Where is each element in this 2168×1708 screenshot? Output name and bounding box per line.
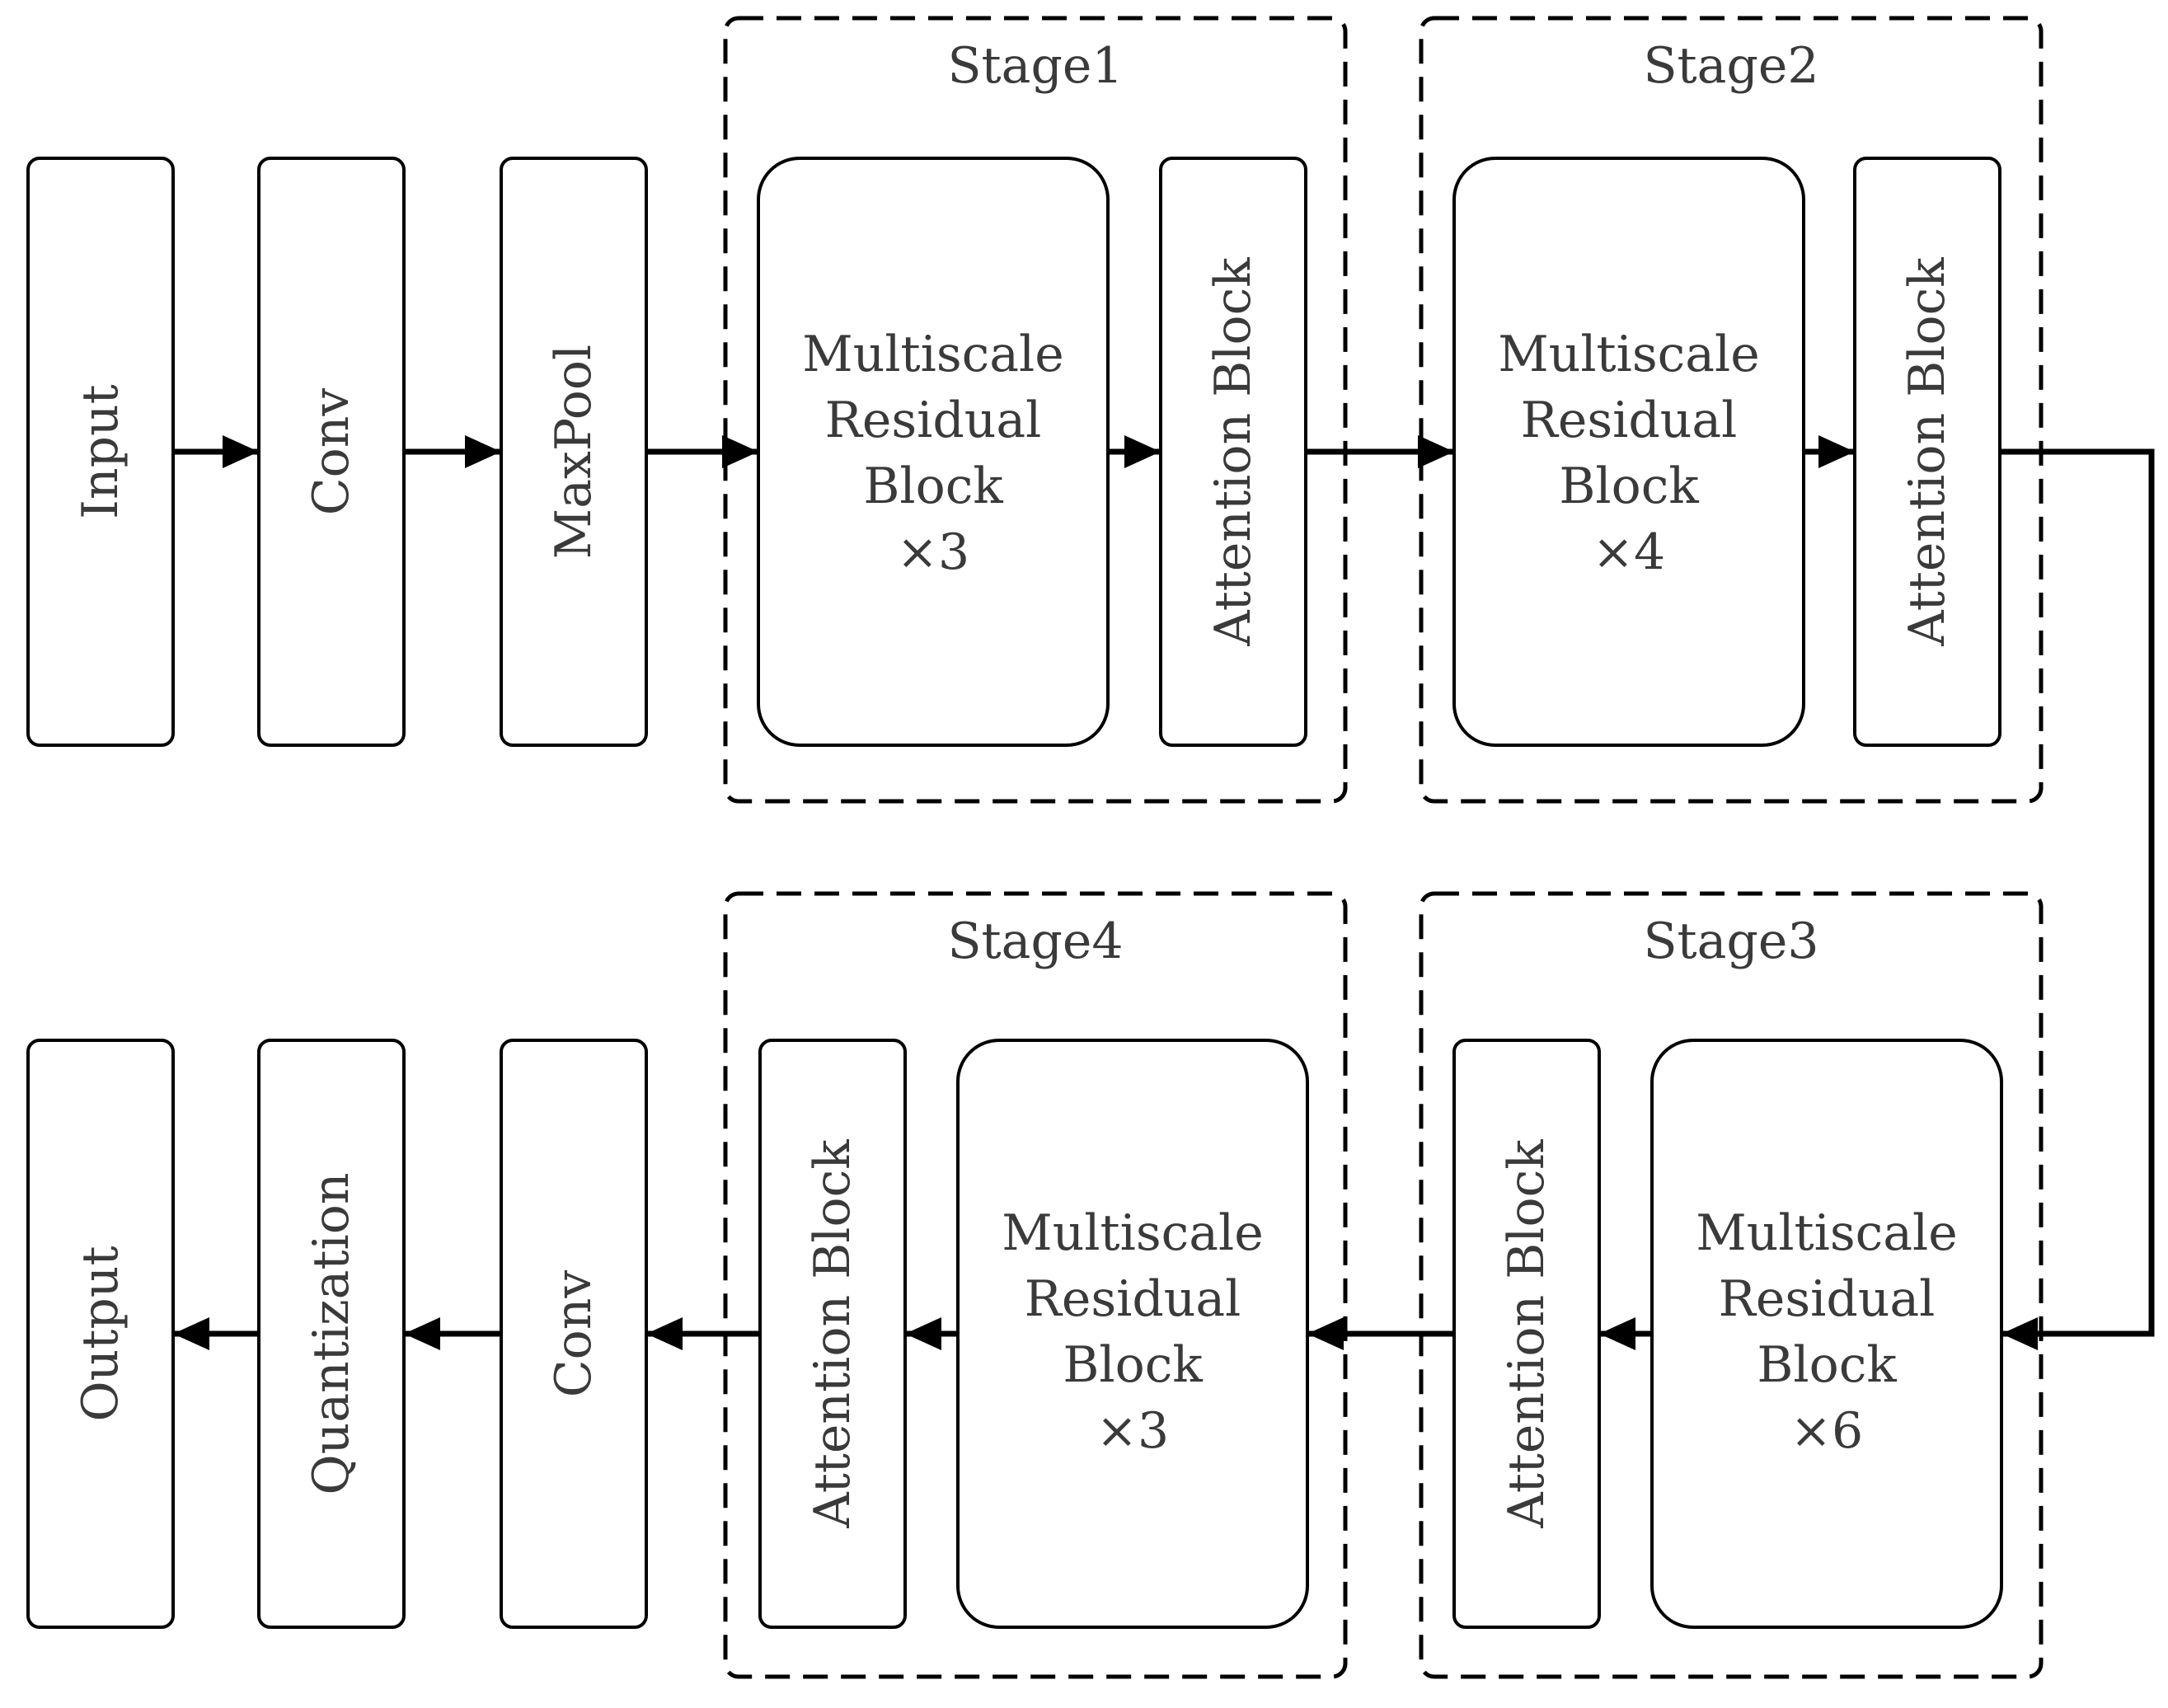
conv-label-bottom: Conv — [545, 1270, 603, 1398]
maxpool-block: MaxPool — [500, 157, 648, 747]
stage1-title: Stage1 — [947, 37, 1123, 95]
stage2-title: Stage2 — [1643, 37, 1818, 95]
maxpool-label: MaxPool — [545, 345, 603, 559]
stage3-attention-block: Attention Block — [1452, 1039, 1601, 1629]
stage3-attention-label: Attention Block — [1498, 1139, 1556, 1529]
stage2-msrb-repeat: ×4 — [1593, 523, 1665, 581]
output-label: Output — [72, 1246, 129, 1421]
stage4-msrb-line2: Residual — [1025, 1270, 1241, 1328]
stage2-msrb-line2: Residual — [1521, 392, 1738, 449]
stage3-msrb-line1: Multiscale — [1696, 1204, 1957, 1262]
quantization-label: Quantization — [303, 1173, 360, 1495]
stage1-container: Stage1 — [723, 16, 1348, 804]
stage1-attention-label: Attention Block — [1204, 257, 1262, 647]
stage3-title: Stage3 — [1643, 913, 1818, 970]
stage1-msrb-block: Multiscale Residual Block ×3 — [757, 157, 1110, 747]
stage2-msrb-block: Multiscale Residual Block ×4 — [1452, 157, 1805, 747]
arrow-stage2-to-stage3 — [2000, 448, 2155, 1350]
stage4-attention-block: Attention Block — [758, 1039, 907, 1629]
stage2-container: Stage2 — [1419, 16, 2044, 804]
conv-block-bottom: Conv — [500, 1039, 648, 1629]
stage1-msrb-line3: Block — [863, 458, 1003, 515]
stage4-msrb-block: Multiscale Residual Block ×3 — [956, 1039, 1309, 1629]
stage3-msrb-block: Multiscale Residual Block ×6 — [1650, 1039, 2003, 1629]
stage3-msrb-repeat: ×6 — [1790, 1402, 1863, 1460]
stage1-msrb-line1: Multiscale — [802, 326, 1063, 383]
stage3-msrb-line3: Block — [1757, 1336, 1897, 1394]
quantization-block: Quantization — [257, 1039, 406, 1629]
stage4-container: Stage4 — [723, 891, 1348, 1679]
stage2-attention-label: Attention Block — [1898, 257, 1956, 647]
stage2-msrb-line3: Block — [1559, 458, 1699, 515]
stage4-msrb-line1: Multiscale — [1002, 1204, 1263, 1262]
stage3-msrb-line2: Residual — [1719, 1270, 1936, 1328]
stage4-attention-label: Attention Block — [804, 1139, 861, 1529]
stage3-container: Stage3 — [1419, 891, 2044, 1679]
stage2-msrb-line1: Multiscale — [1498, 326, 1759, 383]
stage1-msrb-repeat: ×3 — [897, 523, 969, 581]
conv-block-top: Conv — [257, 157, 406, 747]
stage1-msrb-line2: Residual — [825, 392, 1042, 449]
stage4-title: Stage4 — [947, 913, 1123, 970]
output-block: Output — [26, 1039, 175, 1629]
stage1-attention-block: Attention Block — [1159, 157, 1307, 747]
stage2-attention-block: Attention Block — [1853, 157, 2001, 747]
input-label: Input — [72, 384, 129, 519]
conv-label-top: Conv — [303, 388, 360, 516]
input-block: Input — [26, 157, 175, 747]
stage4-msrb-repeat: ×3 — [1096, 1402, 1169, 1460]
stage4-msrb-line3: Block — [1063, 1336, 1203, 1394]
